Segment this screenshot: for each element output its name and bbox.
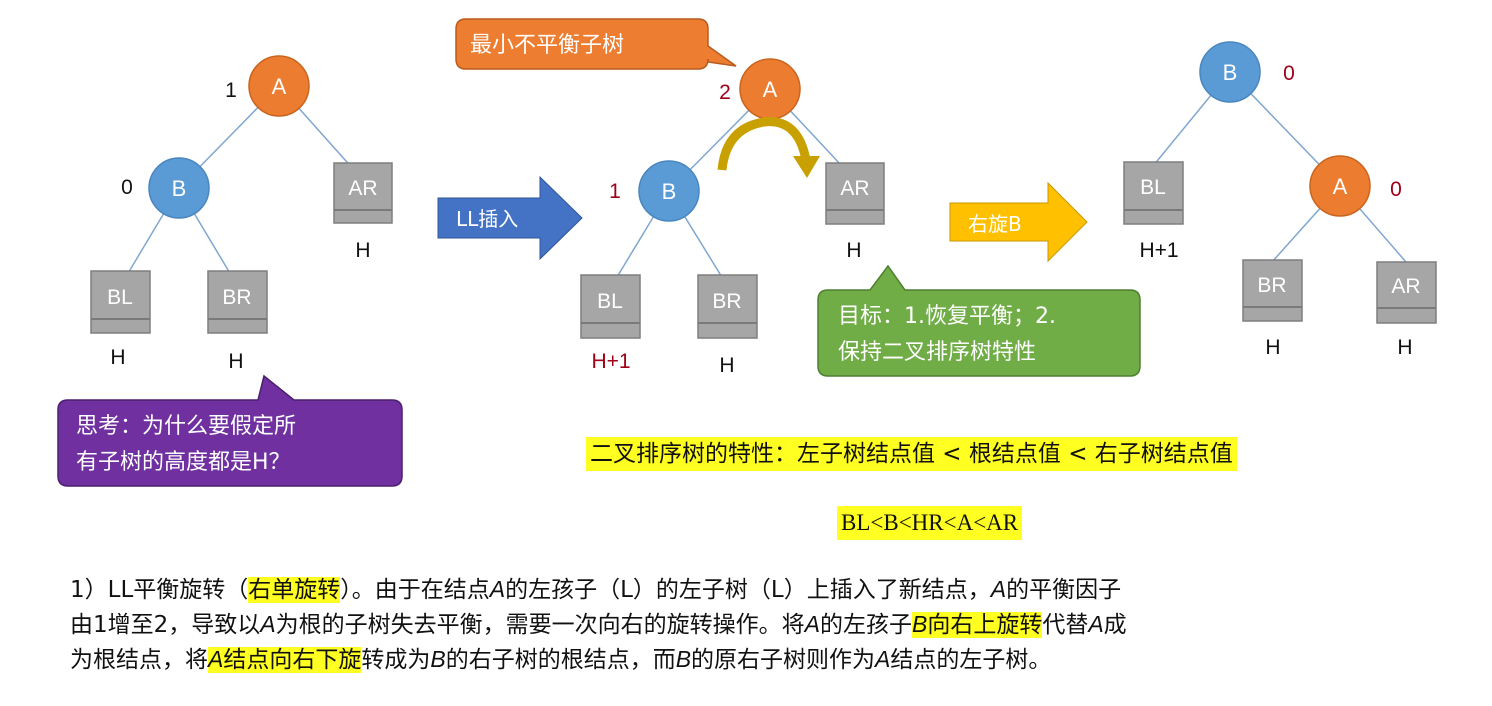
goal-callout-line2: 保持二叉排序树特性 [838,340,1036,365]
node-b [148,157,210,219]
tree-before-insert: A 1 B 0 AR H BL H BR H [90,55,393,373]
subtree-br-height: H [719,354,734,377]
subtree-ar [1376,261,1437,324]
goal-callout-line1: 目标：1.恢复平衡；2. [838,304,1056,329]
min-unbalanced-label: 最小不平衡子树 [470,33,624,58]
subtree-br-label: BR [222,286,251,309]
subtree-ar [825,162,885,225]
subtree-ar-height: H [355,239,370,262]
explanation-line-1: 1）LL平衡旋转（右单旋转）。由于在结点A的左孩子（L）的左子树（L）上插入了新… [70,576,1122,603]
rotate-right-b-label: 右旋B [968,212,1022,236]
subtree-ar-label: AR [1391,275,1420,298]
subtree-br-label: BR [712,290,741,313]
subtree-br-height: H [228,350,243,373]
node-a-label: A [272,74,287,99]
think-callout-line1: 思考：为什么要假定所 [76,414,296,439]
curved-rotation-arrow [717,117,811,171]
ll-insert-label: LL插入 [456,207,518,231]
subtree-ar-height: H [1397,336,1412,359]
node-b-label: B [1223,60,1238,85]
goal-callout: 目标：1.恢复平衡；2. 保持二叉排序树特性 [817,264,1141,377]
highlight-rotate-down: A结点向右下旋 [208,646,362,673]
balance-factor-b: 0 [121,176,133,199]
subtree-bl [1123,161,1184,225]
subtree-br [697,274,758,339]
subtree-bl-label: BL [107,286,133,309]
node-b-label: B [172,176,187,201]
explanation-line-3: 为根结点，将A结点向右下旋转成为B的右子树的根结点，而B的原右子树则作为A结点的… [70,646,1052,673]
node-a-label: A [763,77,778,102]
node-a-label: A [1333,174,1348,199]
subtree-ar-height: H [846,239,861,262]
subtree-bl [580,274,641,339]
subtree-bl-height: H+1 [591,350,630,373]
node-a [248,55,310,117]
subtree-br-height: H [1265,336,1280,359]
rotate-right-b-arrow: 右旋B [949,181,1088,263]
think-callout: 思考：为什么要假定所 有子树的高度都是H？ [57,374,403,487]
subtree-bl-height: H+1 [1139,239,1178,262]
node-b-label: B [662,179,677,204]
ll-insert-arrow: LL插入 [437,175,583,261]
highlight-right-single-rotation: 右单旋转 [248,577,341,603]
node-b [638,160,700,222]
explanation-paragraph: 1）LL平衡旋转（右单旋转）。由于在结点A的左孩子（L）的左子树（L）上插入了新… [70,572,1450,677]
subtree-bl-label: BL [597,290,623,313]
balance-factor-b: 0 [1283,62,1295,85]
node-b [1199,41,1261,103]
balance-factor-b: 1 [609,180,621,203]
explanation-line-2: 由1增至2，导致以A为根的子树失去平衡，需要一次向右的旋转操作。将A的左孩子B向… [70,611,1127,638]
highlight-rotate-up: B向右上旋转 [911,611,1043,638]
subtree-ar-label: AR [348,177,377,200]
node-a [1309,155,1371,217]
subtree-ar [333,162,393,224]
subtree-br [1242,259,1303,322]
subtree-ar-label: AR [840,177,869,200]
bst-property-text: 二叉排序树的特性：左子树结点值 < 根结点值 < 右子树结点值 [586,437,1237,471]
balance-factor-a: 0 [1390,178,1402,201]
node-order-text: BL<B<HR<A<AR [837,506,1023,540]
subtree-bl [90,270,151,334]
subtree-bl-height: H [110,346,125,369]
balance-factor-a: 1 [225,79,237,102]
subtree-br [207,270,268,334]
think-callout-line2: 有子树的高度都是H？ [76,450,291,475]
subtree-bl-label: BL [1140,176,1166,199]
balance-factor-a: 2 [719,81,731,104]
tree-after-rotation: B 0 A 0 BL H+1 BR H AR H [1123,41,1437,359]
min-unbalanced-callout: 最小不平衡子树 [455,18,737,70]
curved-rotation-arrowhead [793,156,820,178]
tree-after-insert: A 2 B 1 AR H BL H+1 BR H [580,58,885,377]
subtree-br-label: BR [1257,274,1286,297]
